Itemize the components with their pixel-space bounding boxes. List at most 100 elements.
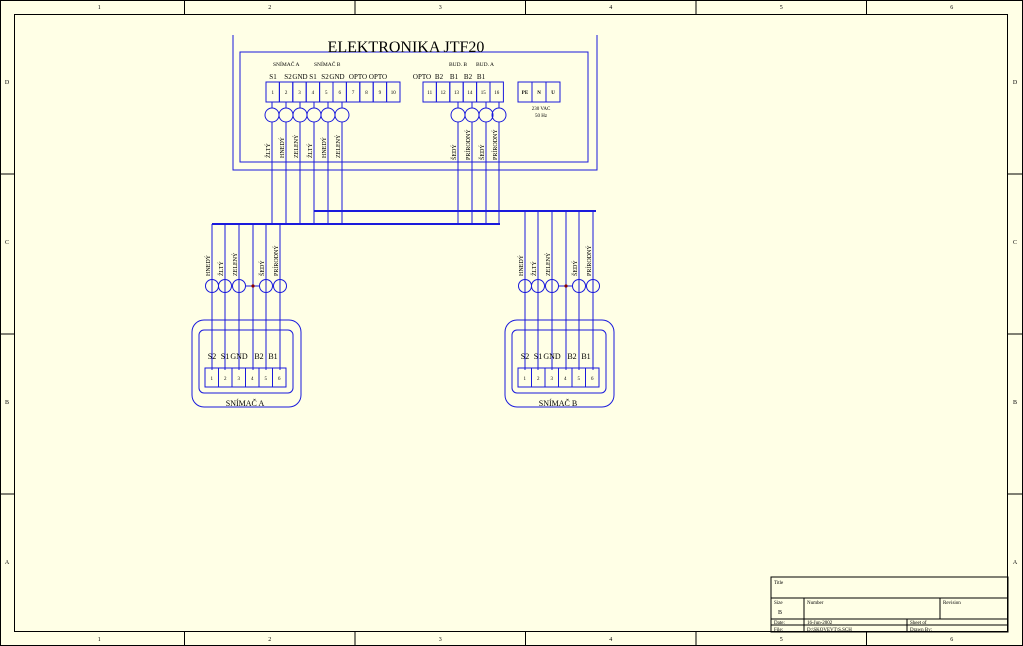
inner-border [14, 14, 1008, 632]
size-value: B [778, 610, 782, 616]
pin-number: 6 [591, 377, 594, 382]
pin-number: 3 [551, 377, 554, 382]
controller-body [239, 51, 589, 163]
ferrite-ring [264, 107, 280, 123]
enclosure-outline [232, 35, 598, 171]
pin-label: B2 [567, 352, 576, 361]
terminal-number: 11 [427, 91, 432, 96]
size-label: Size [774, 601, 783, 606]
terminal-number: 9 [379, 91, 382, 96]
signal-label: GND [329, 73, 344, 81]
column-marker-bottom: 2 [268, 637, 271, 643]
wire-color-label: ZELENÝ [544, 252, 552, 276]
row-marker-right: A [1013, 560, 1018, 566]
wire-color-label: PRÍRODNÝ [491, 129, 499, 160]
wire-color-label: ŽLTÝ [217, 261, 225, 276]
signal-label: OPTO [413, 73, 431, 81]
pin-number: 1 [211, 377, 214, 382]
signal-label: S1 [309, 73, 317, 81]
terminal-number: 1 [271, 91, 274, 96]
pin-number: 3 [238, 377, 241, 382]
signal-label: GND [292, 73, 307, 81]
wire-color-label: ŠEDÝ [450, 144, 458, 160]
signal-label: S2 [321, 73, 329, 81]
pin-cell [272, 367, 287, 388]
wire-color-label: ŽLTÝ [264, 143, 272, 158]
group-label: SNÍMAČ B [314, 60, 341, 68]
wire-color-label: ŠEDÝ [571, 260, 579, 276]
pin-cell [585, 367, 600, 388]
power-terminal-cell [545, 81, 561, 103]
pin-number: 6 [278, 377, 281, 382]
power-terminal-label: U [551, 91, 555, 96]
pin-label: B1 [581, 352, 590, 361]
wire-color-label: PRÍRODNÝ [585, 245, 593, 276]
terminal-number: 14 [467, 91, 473, 96]
ferrite-ring [278, 107, 294, 123]
wire-color-label: ŽLTÝ [306, 143, 314, 158]
ferrite-ring [531, 279, 545, 293]
ferrite-ring [218, 279, 232, 293]
ferrite-ring [450, 107, 466, 123]
wire-color-label: HNEDÝ [320, 136, 328, 158]
wire-color-label: PRÍRODNÝ [464, 129, 472, 160]
row-marker-left: D [5, 80, 10, 86]
pin-label: B2 [254, 352, 263, 361]
pin-number: 5 [265, 377, 268, 382]
pin-number: 5 [578, 377, 581, 382]
pin-number: 4 [564, 377, 567, 382]
column-marker-top: 6 [950, 5, 953, 11]
terminal-number: 8 [365, 91, 368, 96]
file-value: D:\SKOVEVT\S.SCH [807, 628, 852, 633]
sensor-name: SNÍMAČ A [226, 398, 265, 408]
pin-label: S1 [534, 352, 542, 361]
terminal-number: 4 [312, 91, 315, 96]
connector-shell-inner [198, 329, 294, 394]
pin-label: S2 [208, 352, 216, 361]
drawn-by-label: Drawn By: [910, 628, 932, 633]
terminal-cell [386, 81, 401, 103]
terminal-number: 12 [441, 91, 447, 96]
pin-label: GND [543, 352, 561, 361]
terminal-number: 5 [325, 91, 328, 96]
pin-number: 1 [524, 377, 527, 382]
terminal-number: 10 [391, 91, 397, 96]
column-marker-top: 3 [439, 5, 442, 11]
ferrite-ring [478, 107, 494, 123]
wire-color-label: ŠEDÝ [478, 144, 486, 160]
wire-color-label: ZELENÝ [231, 252, 239, 276]
pin-label: B1 [268, 352, 277, 361]
terminal-number: 16 [494, 91, 500, 96]
terminal-number: 2 [285, 91, 288, 96]
wire-color-label: ŽLTÝ [530, 261, 538, 276]
pin-number: 4 [251, 377, 254, 382]
wire-color-label: ZELENÝ [292, 134, 300, 158]
column-marker-bottom: 5 [780, 637, 783, 643]
wire-color-label: HNEDÝ [278, 136, 286, 158]
signal-label: B2 [435, 73, 444, 81]
terminal-number: 3 [298, 91, 301, 96]
row-marker-left: C [5, 240, 9, 246]
row-marker-right: D [1013, 80, 1018, 86]
junction-dot [564, 284, 568, 288]
wire-bus [212, 210, 596, 225]
pin-number: 2 [537, 377, 540, 382]
row-marker-right: B [1013, 400, 1017, 406]
power-terminal-label: PE [522, 91, 529, 96]
ferrite-ring [273, 279, 287, 293]
column-marker-bottom: 6 [950, 637, 953, 643]
ferrite-ring [464, 107, 480, 123]
sheet-label: Sheet of [910, 621, 927, 626]
ferrite-ring [491, 107, 507, 123]
terminal-number: 6 [338, 91, 341, 96]
signal-label: B2 [464, 73, 473, 81]
ferrite-ring [320, 107, 336, 123]
column-marker-top: 4 [609, 5, 612, 11]
wire-color-label: ŠEDÝ [258, 260, 266, 276]
